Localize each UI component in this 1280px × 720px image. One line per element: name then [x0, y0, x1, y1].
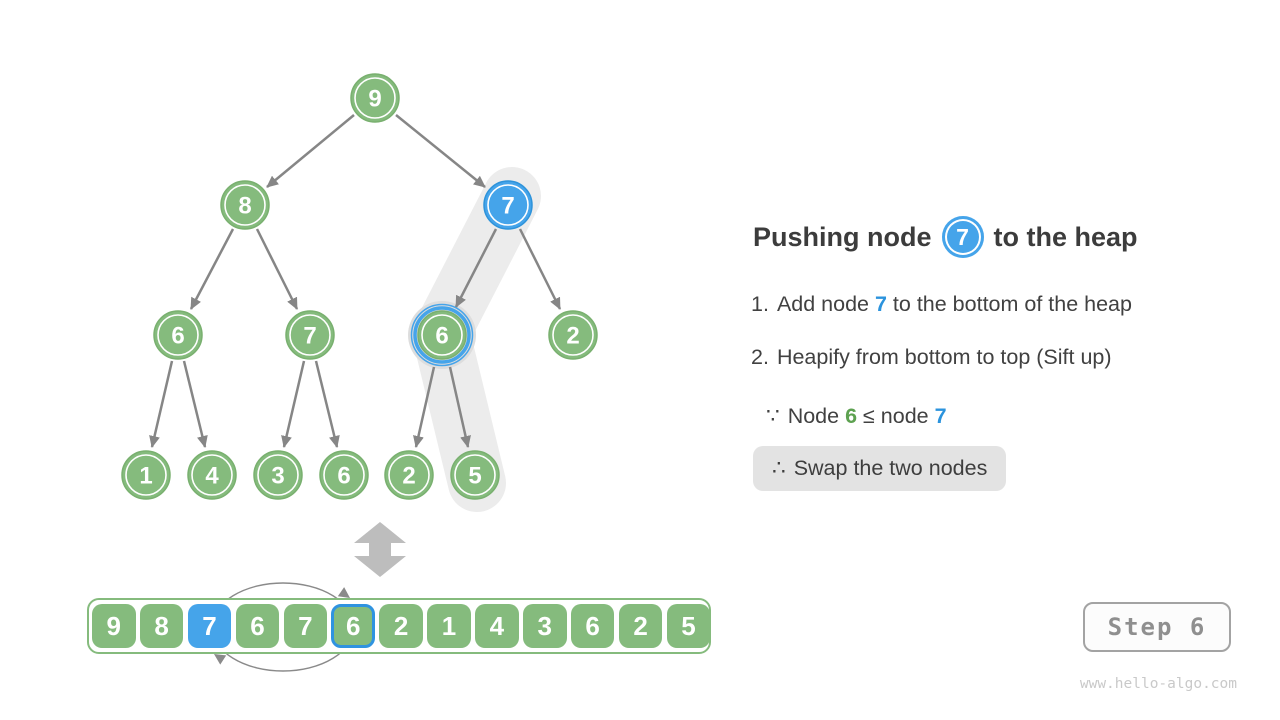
- array-cell: 6: [235, 604, 280, 648]
- tree-edge: [255, 228, 299, 310]
- tree-node: 2: [548, 310, 598, 360]
- tree-node: 6: [153, 310, 203, 360]
- tree-edge: [189, 228, 235, 310]
- tree-node: 7: [285, 310, 335, 360]
- tree-node-value: 3: [271, 463, 284, 490]
- array-cell: 4: [475, 604, 519, 648]
- tree-edge: [266, 114, 355, 188]
- because-statement: ∵Node 6 ≤ node 7: [766, 404, 947, 428]
- tree-edge: [314, 360, 340, 448]
- tree-node-value: 1: [139, 463, 152, 490]
- highlight-7: 7: [874, 292, 887, 316]
- tree-node-value: 9: [368, 86, 381, 113]
- up-down-arrow-icon: [354, 522, 406, 577]
- instruction-step-2: 2. Heapify from bottom to top (Sift up): [751, 345, 1112, 370]
- array-cell: 2: [618, 604, 663, 648]
- array-cell: 2: [379, 604, 423, 648]
- tree-node-value: 8: [238, 193, 251, 220]
- tree-edge: [182, 360, 208, 448]
- tree-node-value: 2: [402, 463, 415, 490]
- tree-node: 9: [350, 73, 400, 123]
- node-7-chip: 7: [941, 216, 984, 258]
- array-cell: 9: [92, 604, 136, 648]
- step-marker: 2.: [751, 345, 769, 369]
- title-prefix: Pushing node: [753, 221, 932, 252]
- array-cell: 8: [139, 604, 184, 648]
- array-cell-compared: 6: [331, 604, 375, 648]
- tree-node: 2: [384, 450, 434, 500]
- therefore-statement: ∴Swap the two nodes: [753, 446, 1007, 491]
- step-text: Add node 7 to the bottom of the heap: [776, 292, 1132, 316]
- tree-node-value: 7: [501, 193, 514, 220]
- highlight-6: 6: [845, 404, 858, 428]
- tree-node: 8: [220, 180, 270, 230]
- array-cell: 1: [427, 604, 471, 648]
- tree-edge: [395, 114, 486, 188]
- tree-node-value: 2: [566, 323, 579, 350]
- array-cell: 7: [283, 604, 328, 648]
- panel-title: Pushing node 7 to the heap: [753, 214, 1138, 260]
- highlight-7: 7: [934, 404, 947, 428]
- tree-edge: [281, 360, 306, 448]
- array-cell: 6: [570, 604, 615, 648]
- tree-node: 3: [253, 450, 303, 500]
- tree-edge: [149, 360, 174, 448]
- tree-node-value: 4: [205, 463, 219, 490]
- array-cell: 3: [523, 604, 567, 648]
- tree-node-compared: 6: [410, 303, 474, 367]
- heap-array: 9 8 7 6 7 6 2 1 4 3 6 2 5: [87, 598, 711, 654]
- tree-node-value: 7: [303, 323, 316, 350]
- array-cell: 5: [666, 604, 711, 648]
- watermark: www.hello-algo.com: [1079, 676, 1237, 692]
- tree-edge: [454, 228, 498, 308]
- tree-node: 4: [187, 450, 237, 500]
- tree-node: 6: [319, 450, 369, 500]
- because-symbol: ∵: [766, 404, 780, 428]
- tree-node: 5: [450, 450, 500, 500]
- heap-tree-diagram: 9 8 7 6 7 6 2 1 4 3 6 2: [121, 73, 598, 672]
- tree-node-value: 6: [337, 463, 350, 490]
- tree-node-inserted: 7: [483, 180, 533, 230]
- tree-node-value: 6: [171, 323, 184, 350]
- step-text: Heapify from bottom to top (Sift up): [776, 345, 1112, 369]
- title-suffix: to the heap: [993, 221, 1138, 252]
- step-marker: 1.: [751, 292, 769, 316]
- tree-node: 1: [121, 450, 171, 500]
- tree-edge: [448, 366, 471, 448]
- instruction-step-1: 1. Add node 7 to the bottom of the heap: [751, 292, 1132, 317]
- tree-node-value: 6: [435, 323, 448, 350]
- step-indicator-button[interactable]: Step 6: [1083, 602, 1231, 652]
- tree-edge: [518, 228, 562, 310]
- tree-node-value: 5: [468, 463, 481, 490]
- array-cell-inserted: 7: [187, 604, 232, 648]
- therefore-symbol: ∴: [772, 456, 786, 480]
- tree-edge: [413, 366, 436, 448]
